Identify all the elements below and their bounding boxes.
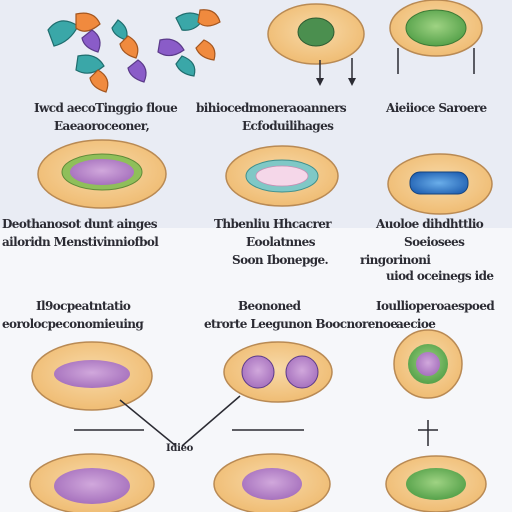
cell-icon [37, 139, 167, 209]
cell-icon [31, 341, 153, 411]
label-row2-mid-3: Soon Ibonepge. [232, 253, 329, 267]
chromosome-icon [47, 12, 147, 93]
label-row2-left: Deothanosot dunt ainges [2, 217, 158, 231]
label-row2-mid: Thbenliu Hhcacrer [214, 217, 332, 231]
label-row3-mid: Beononed [238, 299, 301, 313]
label-row3-mid-2: etrorte Leegunon Boocnorenoe [204, 317, 398, 331]
label-row2-right-2: Soeiosees [404, 235, 465, 249]
label-row1-left: Iwcd aecoTinggio floue [34, 101, 178, 115]
cell-icon [387, 153, 493, 215]
cell-icon [267, 3, 365, 86]
label-row1-mid: bihiocedmoneraoanners [196, 101, 347, 115]
arrow-icon [74, 395, 438, 447]
label-row1-mid-2: Ecfoduilihages [242, 119, 334, 133]
cell-icon [385, 455, 487, 512]
label-row2-right-3: ringorinoni [360, 253, 431, 267]
label-row3-left: Il9ocpeatntatio [36, 299, 131, 313]
cell-icon [393, 329, 463, 399]
label-row1-right: Aieiioce Saroere [386, 101, 487, 115]
label-row2-right: Auoloe dihdhttlio [376, 217, 484, 231]
label-row2-left-2: ailoridn Menstivinniofbol [2, 235, 159, 249]
label-row1-left-2: Eaeaoroceoner, [54, 119, 150, 133]
cell-icon [389, 0, 483, 74]
label-row4-mid: Idieo [166, 443, 194, 454]
label-row3-right: Ioullioperoaespoed [376, 299, 495, 313]
label-row2-right-4: uiod oceinegs ide [386, 269, 494, 283]
cell-icon [223, 341, 333, 403]
cell-icon [225, 145, 339, 207]
label-row3-right-2: aecioe [396, 317, 436, 331]
label-row3-left-2: eorolocpeconomieuing [2, 317, 144, 331]
cell-icon [29, 453, 155, 512]
chromosome-icon [157, 9, 221, 77]
cell-icon [213, 453, 331, 512]
label-row2-mid-2: Eoolatnnes [246, 235, 315, 249]
